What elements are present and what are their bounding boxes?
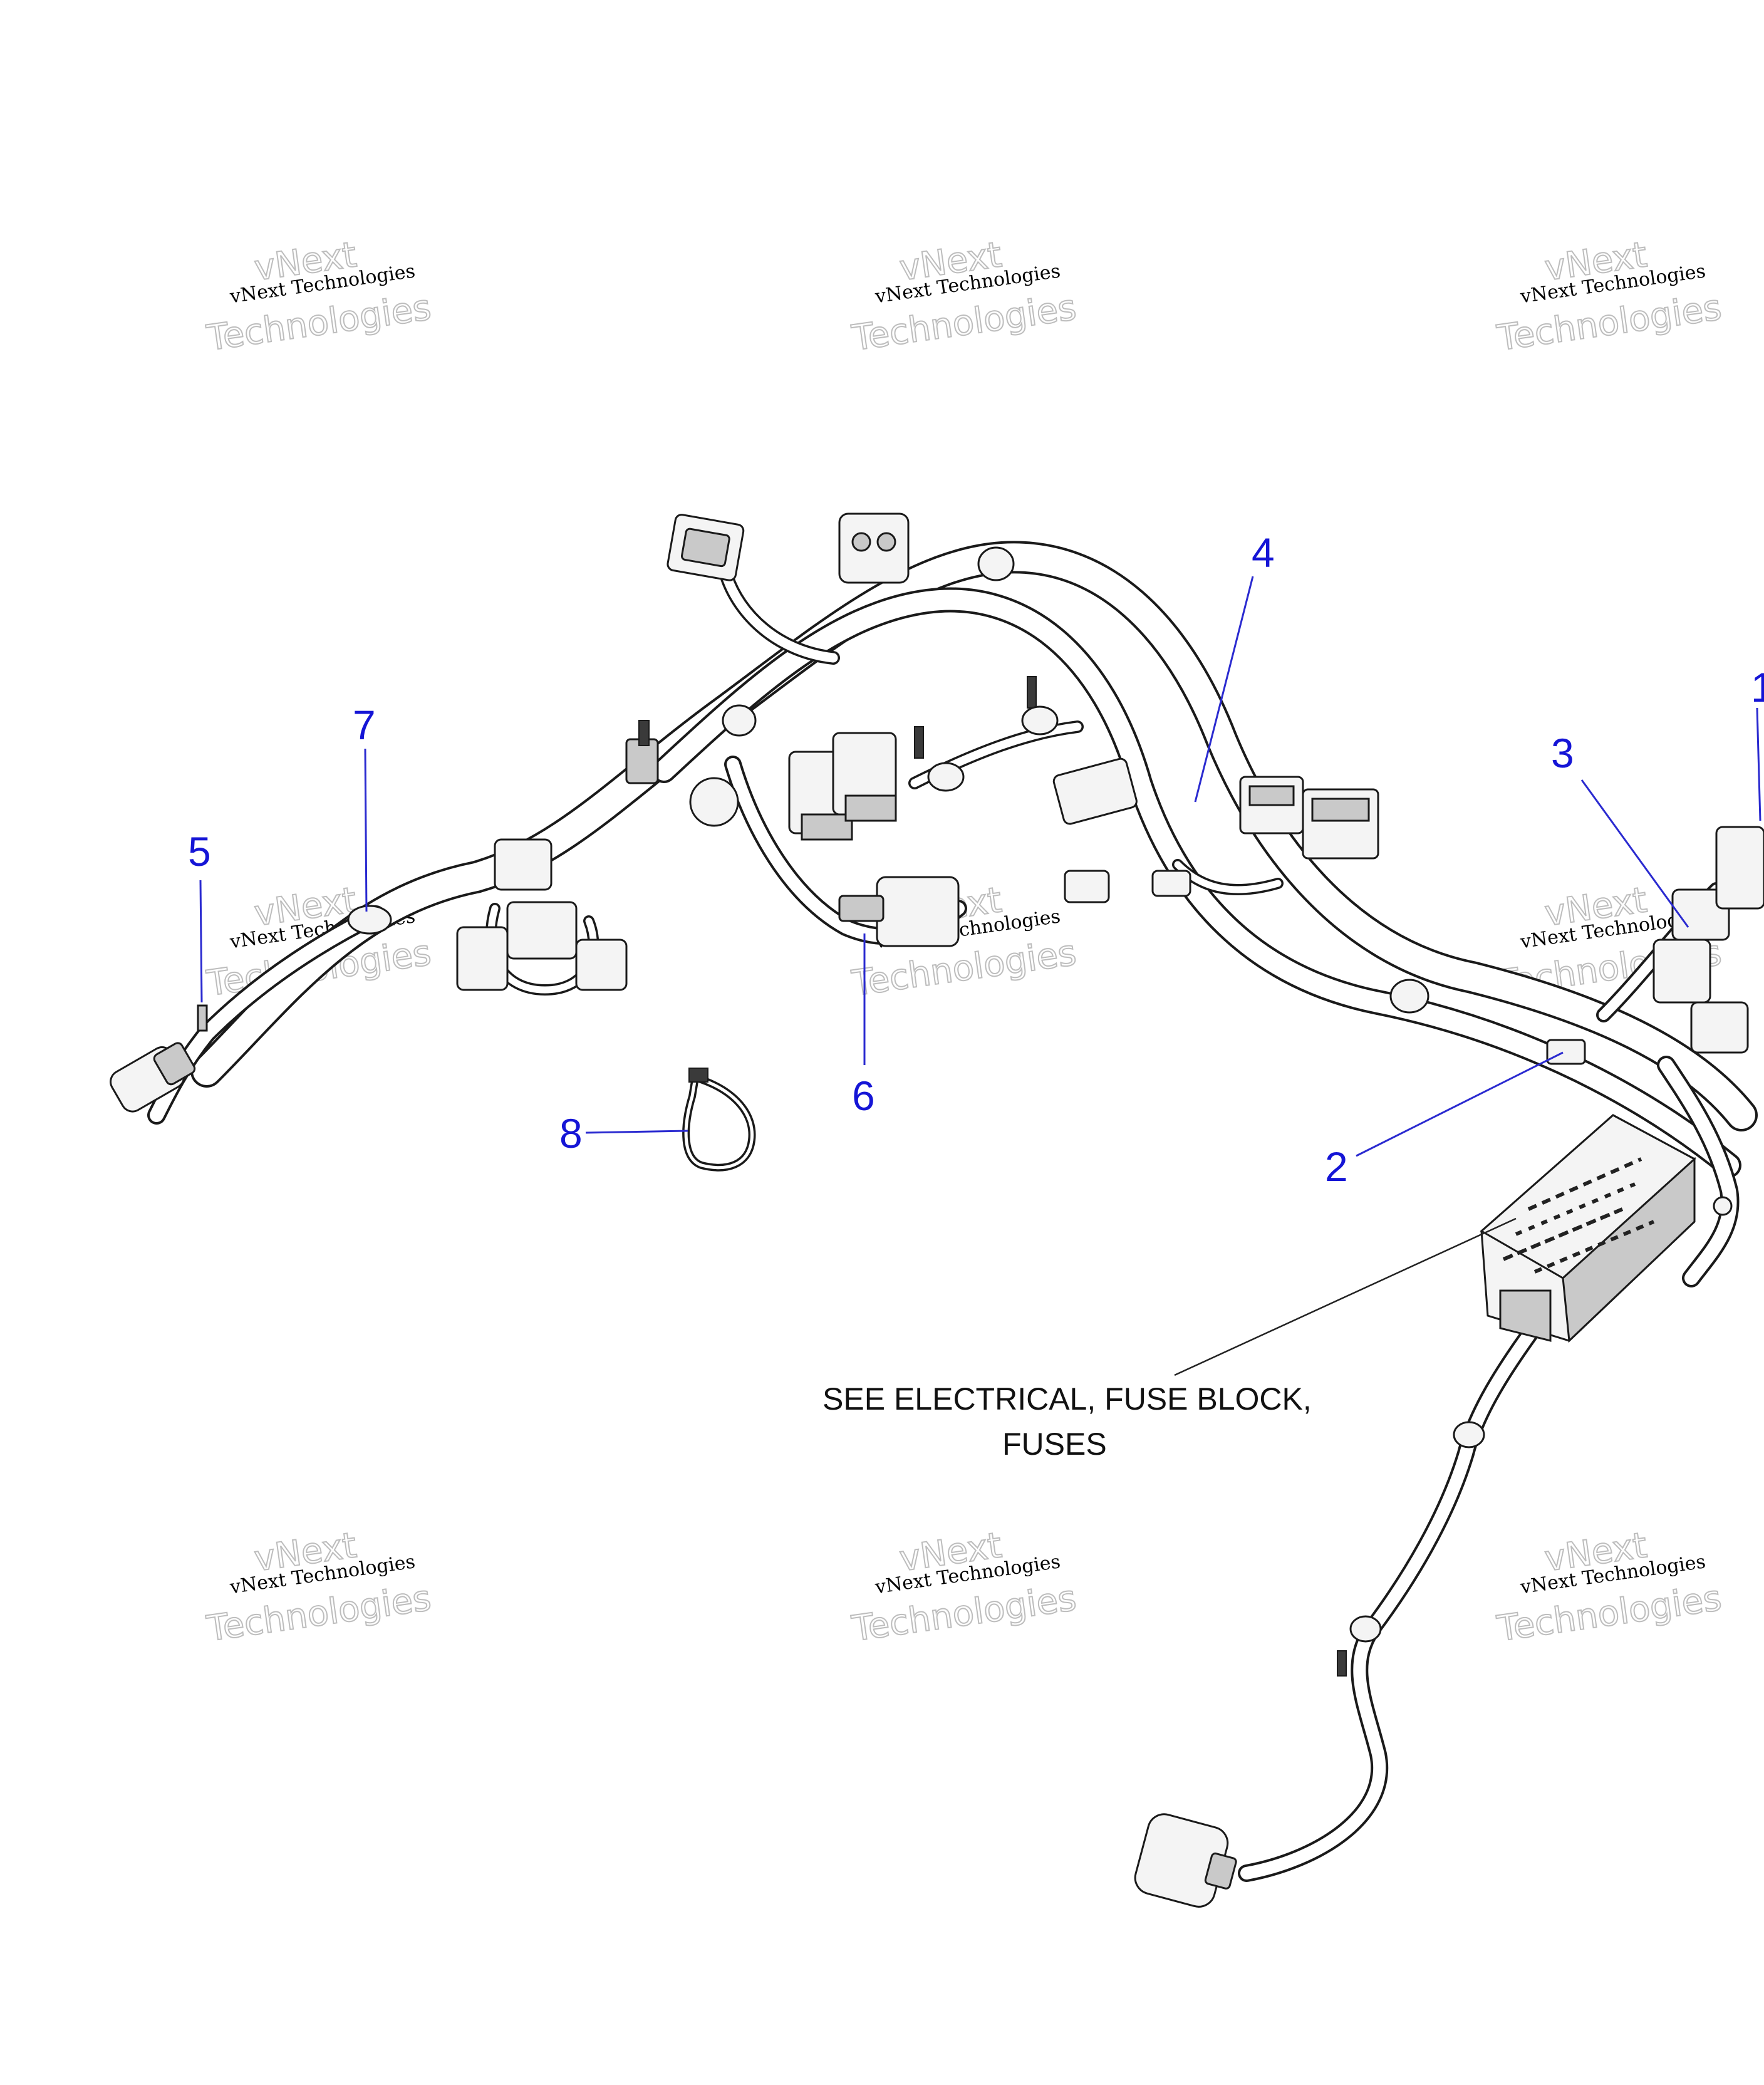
ring-terminal [1713, 1196, 1733, 1216]
leader-8 [585, 1130, 688, 1134]
cable-tie-loop-core [684, 1075, 754, 1170]
connector-d [575, 939, 628, 991]
watermark: vNext vNext Technologies Technologies [204, 1524, 434, 1650]
callout-6: 6 [852, 1073, 875, 1119]
mid-clip [625, 720, 739, 827]
connector-b [1652, 939, 1711, 1004]
connector-d [1690, 1001, 1749, 1054]
cable-tie-head [688, 1068, 708, 1083]
fuse-labels [1527, 1157, 1642, 1211]
connector-latch [1204, 1852, 1237, 1890]
callout-7: 7 [353, 702, 376, 748]
harness-parts [110, 512, 1764, 1908]
watermark: vNext vNext Technologies Technologies [1494, 1524, 1725, 1650]
stud-clip [1021, 705, 1059, 736]
top-connector [667, 514, 745, 581]
ecu-connectors [1239, 776, 1379, 860]
connector-a-face [801, 813, 853, 841]
ecu-connector-b-pins [1311, 798, 1370, 822]
fuse-block-mount [1499, 1289, 1552, 1342]
connector-6 [838, 876, 960, 947]
stud [197, 1004, 208, 1032]
leader-4 [1194, 576, 1254, 803]
cable-tie-loop [682, 1073, 756, 1172]
trunk-clip [722, 704, 757, 737]
callout-4: 4 [1252, 529, 1275, 576]
connector-cluster-left [456, 838, 628, 991]
dual-connectors [788, 732, 897, 841]
bottom-clip [1453, 1421, 1485, 1448]
leader-1 [1756, 707, 1761, 821]
ecu-connector-a-pins [1248, 785, 1295, 806]
connector-c [456, 926, 509, 991]
leader-2 [1356, 1051, 1564, 1157]
pin [851, 532, 871, 552]
fuse-block [1480, 1114, 1696, 1343]
callout-3: 3 [1551, 730, 1574, 776]
right-connectors [1652, 826, 1764, 1054]
trunk-clip [1389, 979, 1429, 1014]
callout-1: 1 [1751, 664, 1764, 710]
stud-5 [197, 1004, 208, 1032]
callout-leaders [199, 576, 1761, 1376]
connector-body [876, 876, 960, 947]
note-line-2: FUSES [1002, 1427, 1107, 1462]
fuse-block-side [1562, 1157, 1696, 1343]
connector-latch [838, 895, 885, 922]
bottom-stud [1337, 1650, 1347, 1677]
note-line-1: SEE ELECTRICAL, FUSE BLOCK, [822, 1381, 1312, 1417]
watermark: vNext vNext Technologies Technologies [1494, 234, 1725, 360]
cable-tie-8 [682, 1068, 756, 1172]
grommet [689, 777, 739, 827]
leader-3 [1580, 779, 1689, 928]
connector-a [494, 838, 553, 891]
clip-7 [347, 905, 392, 935]
watermark: vNext vNext Technologies Technologies [204, 234, 434, 360]
top-sensor-connector [838, 512, 910, 584]
stud [1027, 676, 1037, 709]
connector-body [1052, 757, 1138, 825]
stud [638, 720, 650, 746]
pin [876, 532, 896, 552]
small-connector [1064, 870, 1110, 903]
stud-clip [927, 762, 965, 792]
branch-top-left [722, 571, 838, 663]
reference-note: SEE ELECTRICAL, FUSE BLOCK, FUSES [822, 1381, 1312, 1462]
leader-note [1174, 1217, 1517, 1376]
callout-8: 8 [559, 1110, 583, 1157]
harness-wires [147, 541, 1758, 1882]
fuse-labels [1502, 1207, 1624, 1261]
callout-2: 2 [1325, 1143, 1348, 1190]
connector-face [680, 528, 730, 568]
bottom-clip [1349, 1615, 1382, 1643]
leader-5 [199, 880, 203, 1003]
connector-latch [153, 1042, 196, 1086]
callout-numbers: 1 2 3 4 5 6 7 8 [188, 529, 1764, 1190]
watermarks: vNext vNext Technologies Technologies vN… [204, 234, 1725, 1650]
trunk-clip [977, 546, 1015, 581]
branch-right-down [1659, 1058, 1737, 1285]
leader-7 [364, 748, 368, 912]
watermark: vNext vNext Technologies Technologies [849, 1524, 1079, 1650]
small-connector [1151, 870, 1191, 897]
connector-body [838, 512, 910, 584]
connector-b [506, 901, 578, 960]
callout-5: 5 [188, 828, 211, 875]
connector-b-face [844, 794, 897, 822]
connector-c [1715, 826, 1764, 910]
sensor-connector-4 [1052, 757, 1138, 825]
clip-2 [1546, 1039, 1586, 1065]
secondary-trunk [654, 590, 1739, 1175]
end-connector-bottom [1134, 1813, 1237, 1908]
end-connector-left [110, 1042, 196, 1113]
stud [914, 726, 924, 759]
watermark: vNext vNext Technologies Technologies [849, 234, 1079, 360]
